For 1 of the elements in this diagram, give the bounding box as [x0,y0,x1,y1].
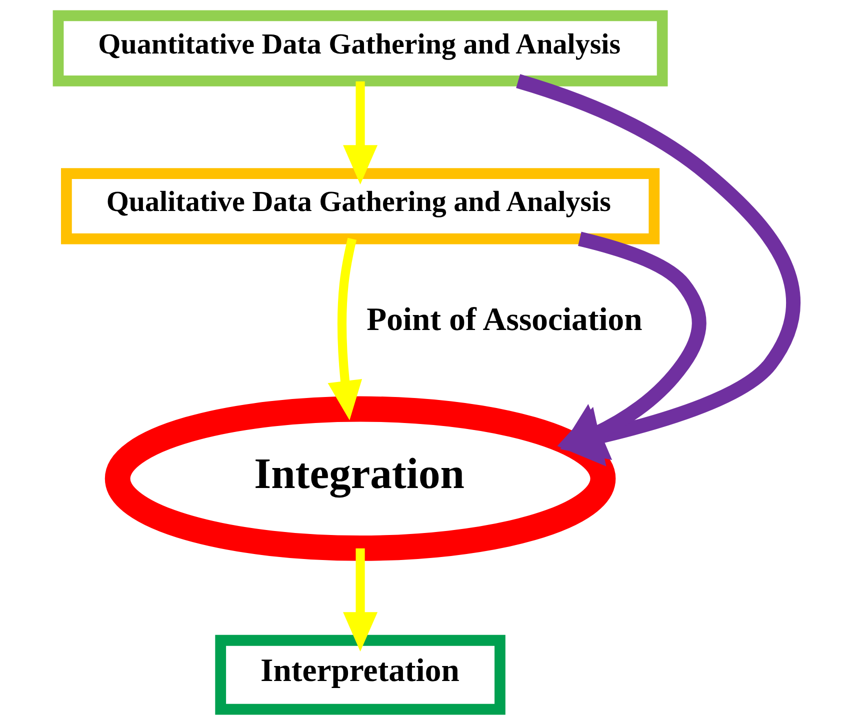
edge-label: Point of Association [366,302,642,338]
